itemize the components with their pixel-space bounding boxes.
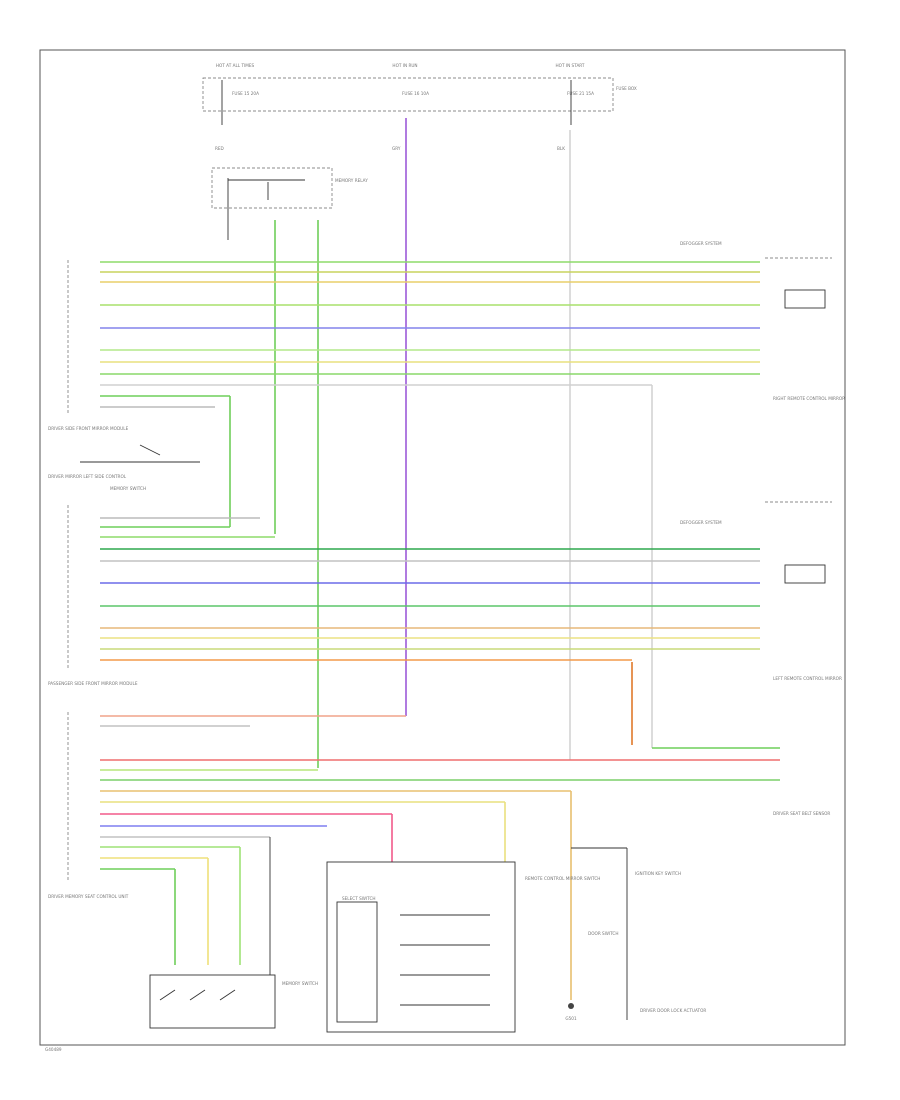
relay-label: MEMORY RELAY — [335, 178, 368, 183]
fuse-title-2: HOT IN RUN — [392, 63, 417, 68]
passenger-module-label: PASSENGER SIDE FRONT MIRROR MODULE — [48, 681, 138, 686]
fuse-1: FUSE 15 20A — [232, 91, 259, 96]
fuse-2-wire-color: GRY — [392, 146, 401, 151]
fuse-2: FUSE 16 10A — [402, 91, 429, 96]
defogger-top-label: DEFOGGER SYSTEM — [680, 241, 722, 246]
unlock-ctrl-label: DRIVER DOOR LOCK ACTUATOR — [640, 1008, 706, 1013]
left-note-label: DRIVER MIRROR LEFT SIDE CONTROL — [48, 474, 127, 479]
fuse-box-outline — [202, 77, 614, 112]
fuse-box-name: FUSE BOX — [616, 86, 637, 91]
memory-relay: MEMORY RELAY — [211, 167, 368, 240]
relay-outline — [211, 167, 333, 209]
memory-switch-contact-2 — [189, 989, 206, 1001]
mirror-mid-motor — [784, 564, 826, 584]
mirror-switch-box — [326, 861, 516, 1033]
ground-symbol — [568, 1003, 574, 1009]
select-switch-label: SELECT SWITCH — [342, 896, 376, 901]
mirror-top-label: RIGHT REMOTE CONTROL MIRROR — [773, 396, 845, 401]
right-mirror-top: DEFOGGER SYSTEM RIGHT REMOTE CONTROL MIR… — [680, 241, 845, 401]
mirror-top-motor — [784, 289, 826, 309]
fuse-title-3: HOT IN START — [556, 63, 585, 68]
fuse-box: HOT AT ALL TIMES HOT IN RUN HOT IN START… — [202, 63, 637, 151]
memory-switch-contact-1 — [159, 989, 176, 1001]
memory-switch-label: MEMORY SWITCH — [282, 981, 318, 986]
defogger-mid-label: DEFOGGER SYSTEM — [680, 520, 722, 525]
memory-switch-box — [149, 974, 276, 1029]
door-switch-area: G501 DOOR SWITCH IGNITION KEY SWITCH DRI… — [565, 847, 706, 1021]
seat-sensor-label: DRIVER SEAT BELT SENSOR — [773, 811, 830, 816]
select-switch-box — [336, 901, 378, 1023]
mirror-mid-label: LEFT REMOTE CONTROL MIRROR — [773, 676, 842, 681]
door-switch-label: DOOR SWITCH — [588, 931, 618, 936]
ground-point-label: G501 — [565, 1016, 577, 1021]
seat-sensor: DRIVER SEAT BELT SENSOR — [652, 747, 830, 816]
driver-module-label: DRIVER SIDE FRONT MIRROR MODULE — [48, 426, 129, 431]
seat-module-label: DRIVER MEMORY SEAT CONTROL UNIT — [48, 894, 129, 899]
ignition-key-label: IGNITION KEY SWITCH — [635, 871, 681, 876]
memory-switch-contact-3 — [219, 989, 236, 1001]
diagram-code: G40489 — [45, 1047, 62, 1052]
fuse-3-wire-color: BLK — [557, 146, 565, 151]
fuse-3: FUSE 21 15A — [567, 91, 594, 96]
right-mirror-mid: DEFOGGER SYSTEM LEFT REMOTE CONTROL MIRR… — [680, 501, 842, 681]
fuse-title-1: HOT AT ALL TIMES — [216, 63, 255, 68]
diagram-frame — [39, 49, 846, 1046]
left-control-switch — [139, 444, 161, 456]
fuse-1-wire-color: RED — [215, 146, 224, 151]
horizontal-wires — [100, 261, 780, 870]
memory-ctrl-label: MEMORY SWITCH — [110, 486, 146, 491]
memory-switch: MEMORY SWITCH — [149, 974, 318, 1029]
mirror-switch: SELECT SWITCH REMOTE CONTROL MIRROR SWIT… — [326, 861, 600, 1033]
mirror-switch-label: REMOTE CONTROL MIRROR SWITCH — [525, 876, 600, 881]
